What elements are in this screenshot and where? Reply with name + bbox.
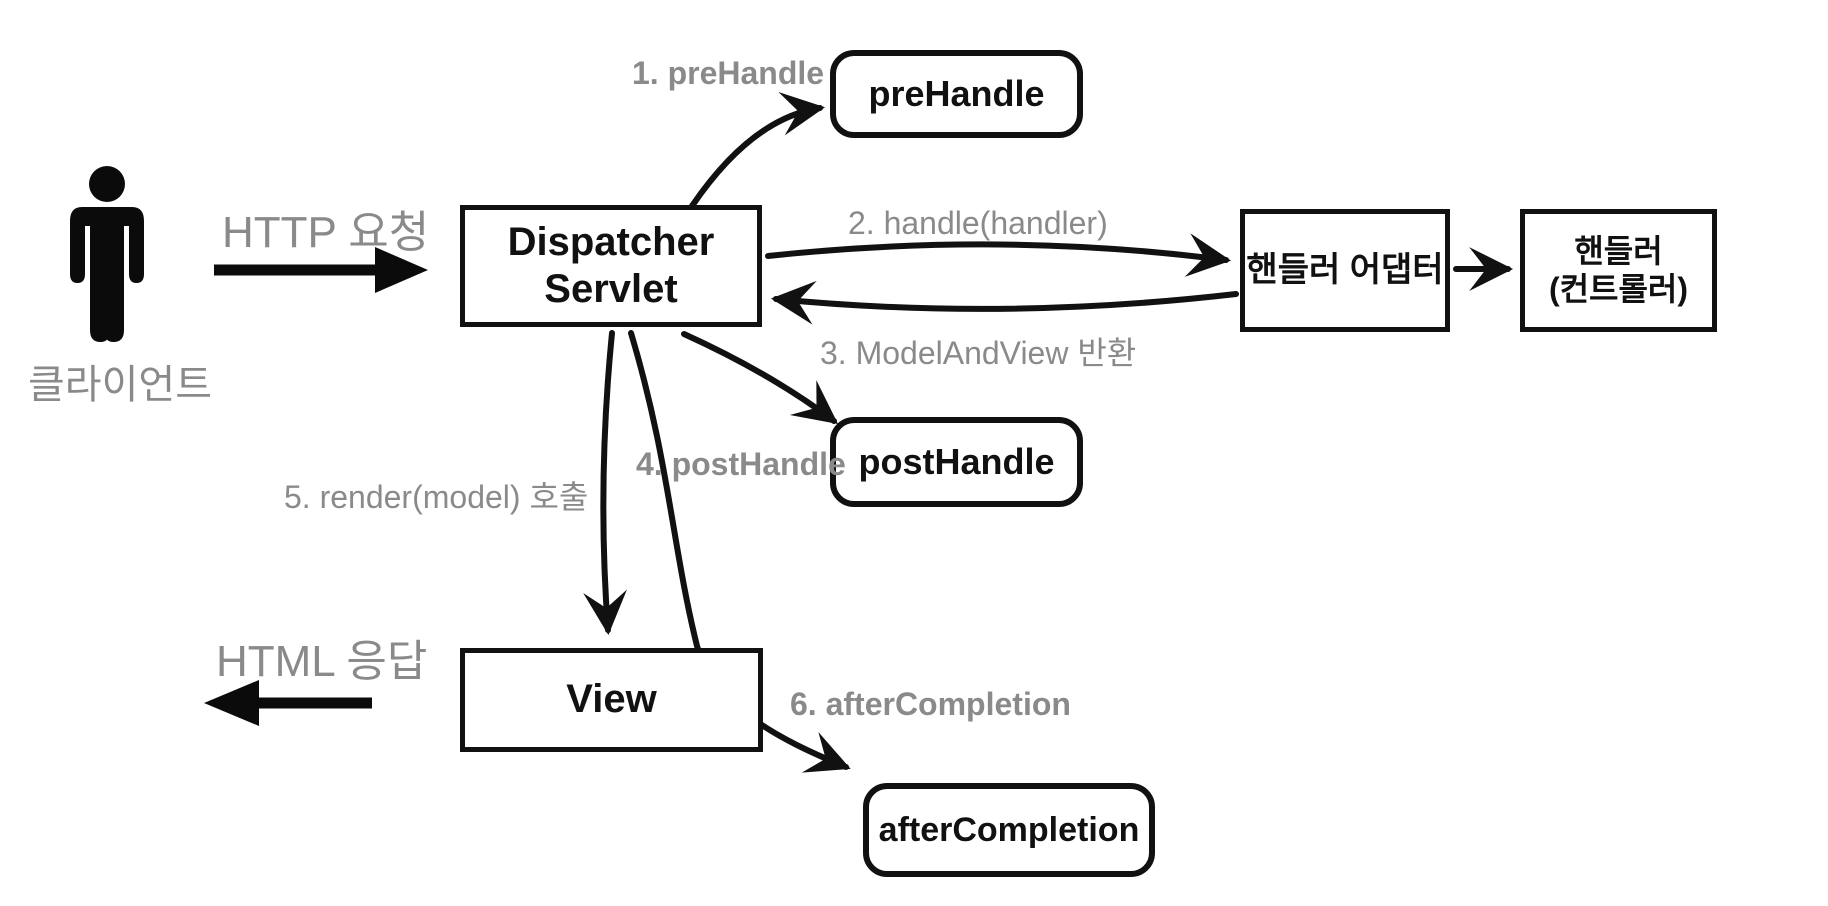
step1-label: 1. preHandle [632,55,825,91]
step6-label: 6. afterCompletion [790,686,1071,722]
prehandle-node: preHandle [830,50,1083,138]
step2-arrow [765,233,1232,277]
http-request-arrow [214,247,428,293]
handler-controller-node: 핸들러 (컨트롤러) [1520,209,1717,332]
handler-adapter-node: 핸들러 어댑터 [1240,209,1450,332]
dispatcher-servlet-label-line2: Servlet [544,267,678,311]
aftercompletion-node-label: afterCompletion [878,810,1140,849]
step2-label: 2. handle(handler) [848,205,1108,241]
step3-arrow [770,280,1239,325]
html-response-arrow [204,680,372,726]
step1-arrow [689,91,826,209]
handler-adapter-label: 핸들러 어댑터 [1246,251,1444,290]
html-response-label: HTML 응답 [216,637,428,686]
step4-arrow [681,331,839,425]
view-node: View [460,648,763,752]
aftercompletion-node: afterCompletion [863,783,1155,877]
client-label: 클라이언트 [28,363,212,407]
view-node-label: View [566,677,657,722]
step5-arrow [583,330,627,636]
step4-label: 4. postHandle [636,446,846,482]
http-request-label: HTTP 요청 [222,208,430,257]
handler-controller-label-line1: 핸들러 [1574,232,1663,269]
step5-label: 5. render(model) 호출 [284,479,589,515]
posthandle-node: postHandle [830,417,1083,507]
step6-arrow [628,330,851,773]
dispatcher-servlet-node: Dispatcher Servlet [460,205,762,327]
dispatcher-servlet-label-line1: Dispatcher [507,219,715,264]
posthandle-node-label: postHandle [858,440,1055,482]
handler-controller-label-line2: (컨트롤러) [1548,270,1689,307]
person-icon [70,166,144,342]
step3-label: 3. ModelAndView 반환 [820,335,1137,371]
prehandle-node-label: preHandle [868,72,1045,114]
